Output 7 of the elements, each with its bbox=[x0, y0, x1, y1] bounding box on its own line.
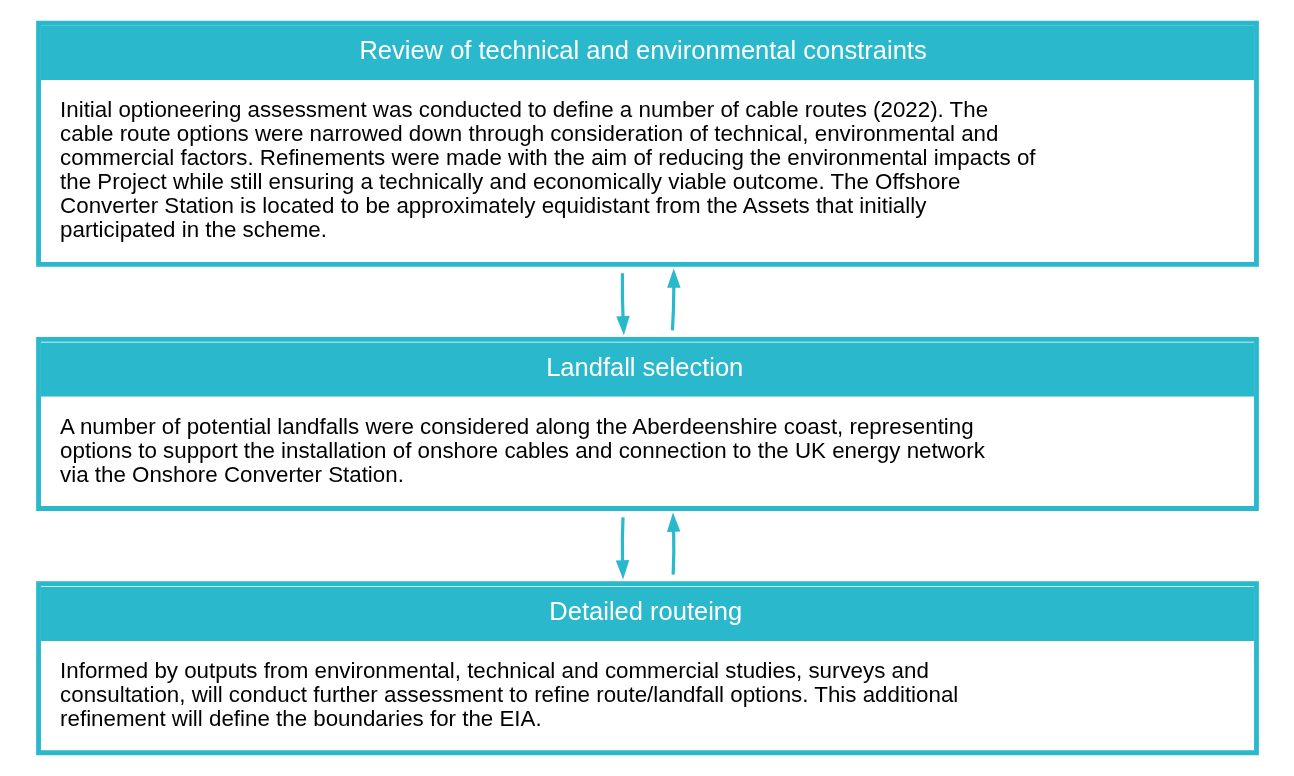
arrow bbox=[666, 512, 680, 575]
arrow bbox=[615, 517, 629, 580]
node-box: Landfall selection A number of potential landfalls were considered along the Aberdeenshire coast, representing options to support the installation of onshore cables and connection to the UK energy network via the Onshore Converter Station. bbox=[35, 336, 1259, 511]
arrow bbox=[666, 268, 681, 331]
node-box: Review of technical and environmental constraints Initial optioneering assessment was conducted to define a number of cable routes (2022). The cable route options were narrowed down through consideration of technical, environmental and commercial factors. Refinements were made with the aim of reducing the environmental impacts of the Project while still ensuring a technically and economically viable outcome. The Offshore Converter Station is located to be approximately equidistant from the Assets that initially participated in the scheme. bbox=[35, 20, 1259, 267]
node-box: Detailed routeing Informed by outputs from environmental, technical and commercial studies, surveys and consultation, will conduct further assessment to refine route/landfall options. This additional refinement will define the boundaries for the EIA. bbox=[35, 581, 1259, 756]
arrow bbox=[615, 273, 630, 336]
